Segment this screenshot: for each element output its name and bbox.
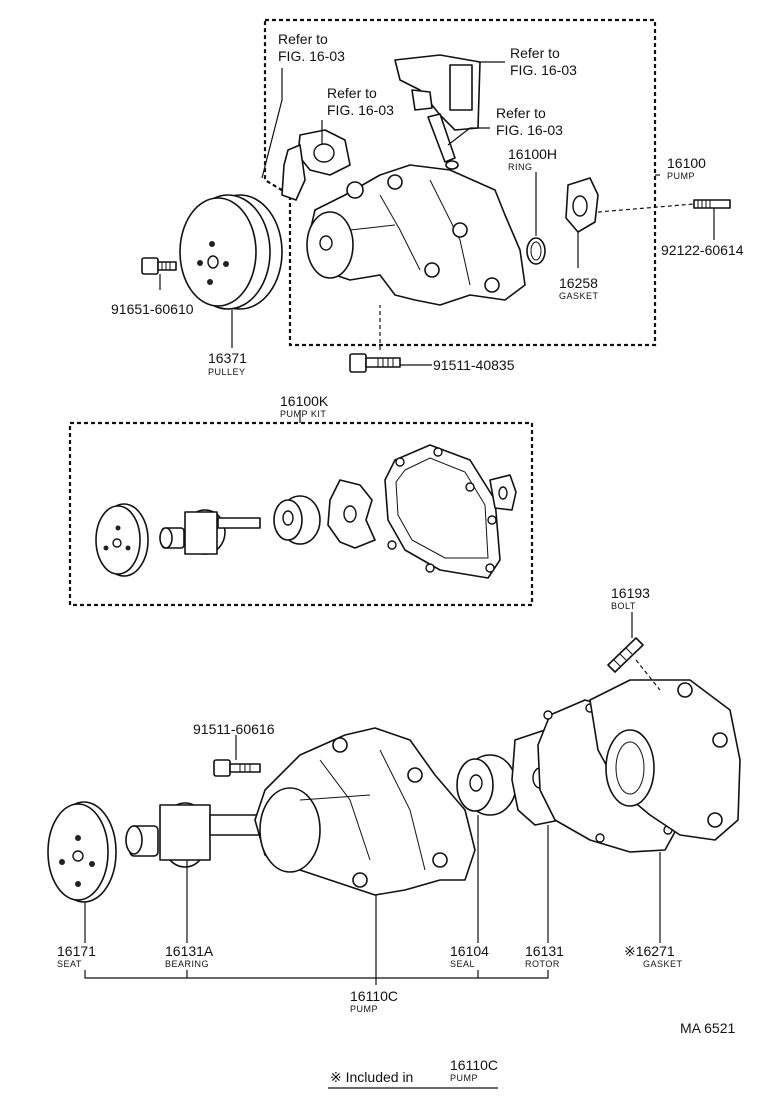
pump-cover-drawing [589, 679, 741, 841]
reference-line2: FIG. 16-03 [496, 122, 563, 138]
stud-92122-drawing [693, 199, 731, 209]
part-16271-number: ※16271 [624, 944, 675, 958]
ring-drawing [526, 237, 546, 265]
kit-gasket-drawing [384, 444, 501, 579]
kit-seat-drawing [95, 503, 149, 577]
pulley-drawing [179, 194, 283, 310]
pipe-drawing [427, 113, 456, 163]
part-16193-name: BOLT [611, 601, 636, 611]
pump-body-drawing [306, 164, 526, 306]
seat-16171-drawing [47, 801, 117, 903]
reference-note-1: Refer to FIG. 16-03 [278, 31, 345, 65]
part-92122-number: 92122-60614 [661, 242, 744, 258]
pump-assembly-box [263, 18, 657, 347]
part-16171-number: 16171 [57, 943, 96, 959]
reference-line1: Refer to [496, 105, 546, 121]
bolt-91511-60616-drawing [213, 759, 261, 777]
part-91651-number: 91651-60610 [111, 301, 194, 317]
part-16110C-number: 16110C [350, 988, 399, 1004]
part-16100-number: 16100 [667, 155, 706, 171]
reference-line1: Refer to [327, 85, 377, 101]
part-16100-name: PUMP [667, 171, 696, 181]
pump-kit-box [68, 421, 534, 607]
part-16131-name: ROTOR [525, 959, 560, 969]
kit-seal-drawing [273, 495, 321, 545]
pump-body-bottom-drawing [254, 727, 476, 896]
reference-note-4: Refer to FIG. 16-03 [496, 105, 563, 139]
part-16258-number: 16258 [559, 275, 598, 291]
bolt-16193-drawing [607, 637, 644, 673]
inlet-fitting-drawing [281, 129, 351, 201]
part-16110C-name: PUMP [350, 1004, 379, 1014]
part-16131-number: 16131 [525, 943, 564, 959]
reference-line2: FIG. 16-03 [278, 48, 345, 64]
footnote-part-name: PUMP [450, 1073, 479, 1083]
kit-bearing-drawing [159, 509, 261, 555]
gasket-16258-drawing [565, 177, 599, 233]
part-16100K-number: 16100K [280, 393, 329, 409]
bolt-91651-drawing [141, 257, 177, 275]
bearing-16131A-drawing [125, 802, 271, 868]
part-16258-name: GASKET [559, 291, 599, 301]
footnote-mark: ※ [330, 1069, 342, 1085]
part-16271-name: GASKET [643, 959, 683, 969]
kit-rotor-drawing [327, 479, 376, 549]
footnote: ※ Included in [330, 1070, 413, 1084]
part-16271-code: 16271 [635, 943, 675, 959]
part-16371-name: PULLEY [208, 367, 246, 377]
seal-16104-drawing [456, 754, 517, 816]
kit-small-gasket-drawing [489, 474, 517, 511]
part-16131A-number: 16131A [165, 943, 214, 959]
reference-line1: Refer to [278, 31, 328, 47]
part-16100H-number: 16100H [508, 146, 558, 162]
part-16131A-name: BEARING [165, 959, 210, 969]
reference-line1: Refer to [510, 45, 560, 61]
bolt-91511-40835-drawing [349, 353, 401, 373]
part-91511-60616-number: 91511-60616 [193, 721, 275, 737]
outlet-fitting-drawing [394, 54, 481, 131]
part-16104-number: 16104 [450, 943, 489, 959]
part-91511-40835-number: 91511-40835 [433, 357, 515, 373]
part-16193-number: 16193 [611, 585, 650, 601]
reference-note-2: Refer to FIG. 16-03 [327, 85, 394, 119]
oring-drawing [445, 160, 459, 170]
part-16104-name: SEAL [450, 959, 476, 969]
reference-line2: FIG. 16-03 [327, 102, 394, 118]
footnote-part-number: 16110C [450, 1057, 499, 1073]
footnote-text: Included in [345, 1069, 414, 1085]
included-mark: ※ [624, 943, 636, 959]
part-16371-number: 16371 [208, 350, 247, 366]
part-16100H-name: RING [508, 162, 533, 172]
part-16171-name: SEAT [57, 959, 82, 969]
reference-line2: FIG. 16-03 [510, 62, 577, 78]
reference-note-3: Refer to FIG. 16-03 [510, 45, 577, 79]
part-16100K-name: PUMP KIT [280, 409, 327, 419]
figure-code: MA 6521 [680, 1020, 736, 1036]
